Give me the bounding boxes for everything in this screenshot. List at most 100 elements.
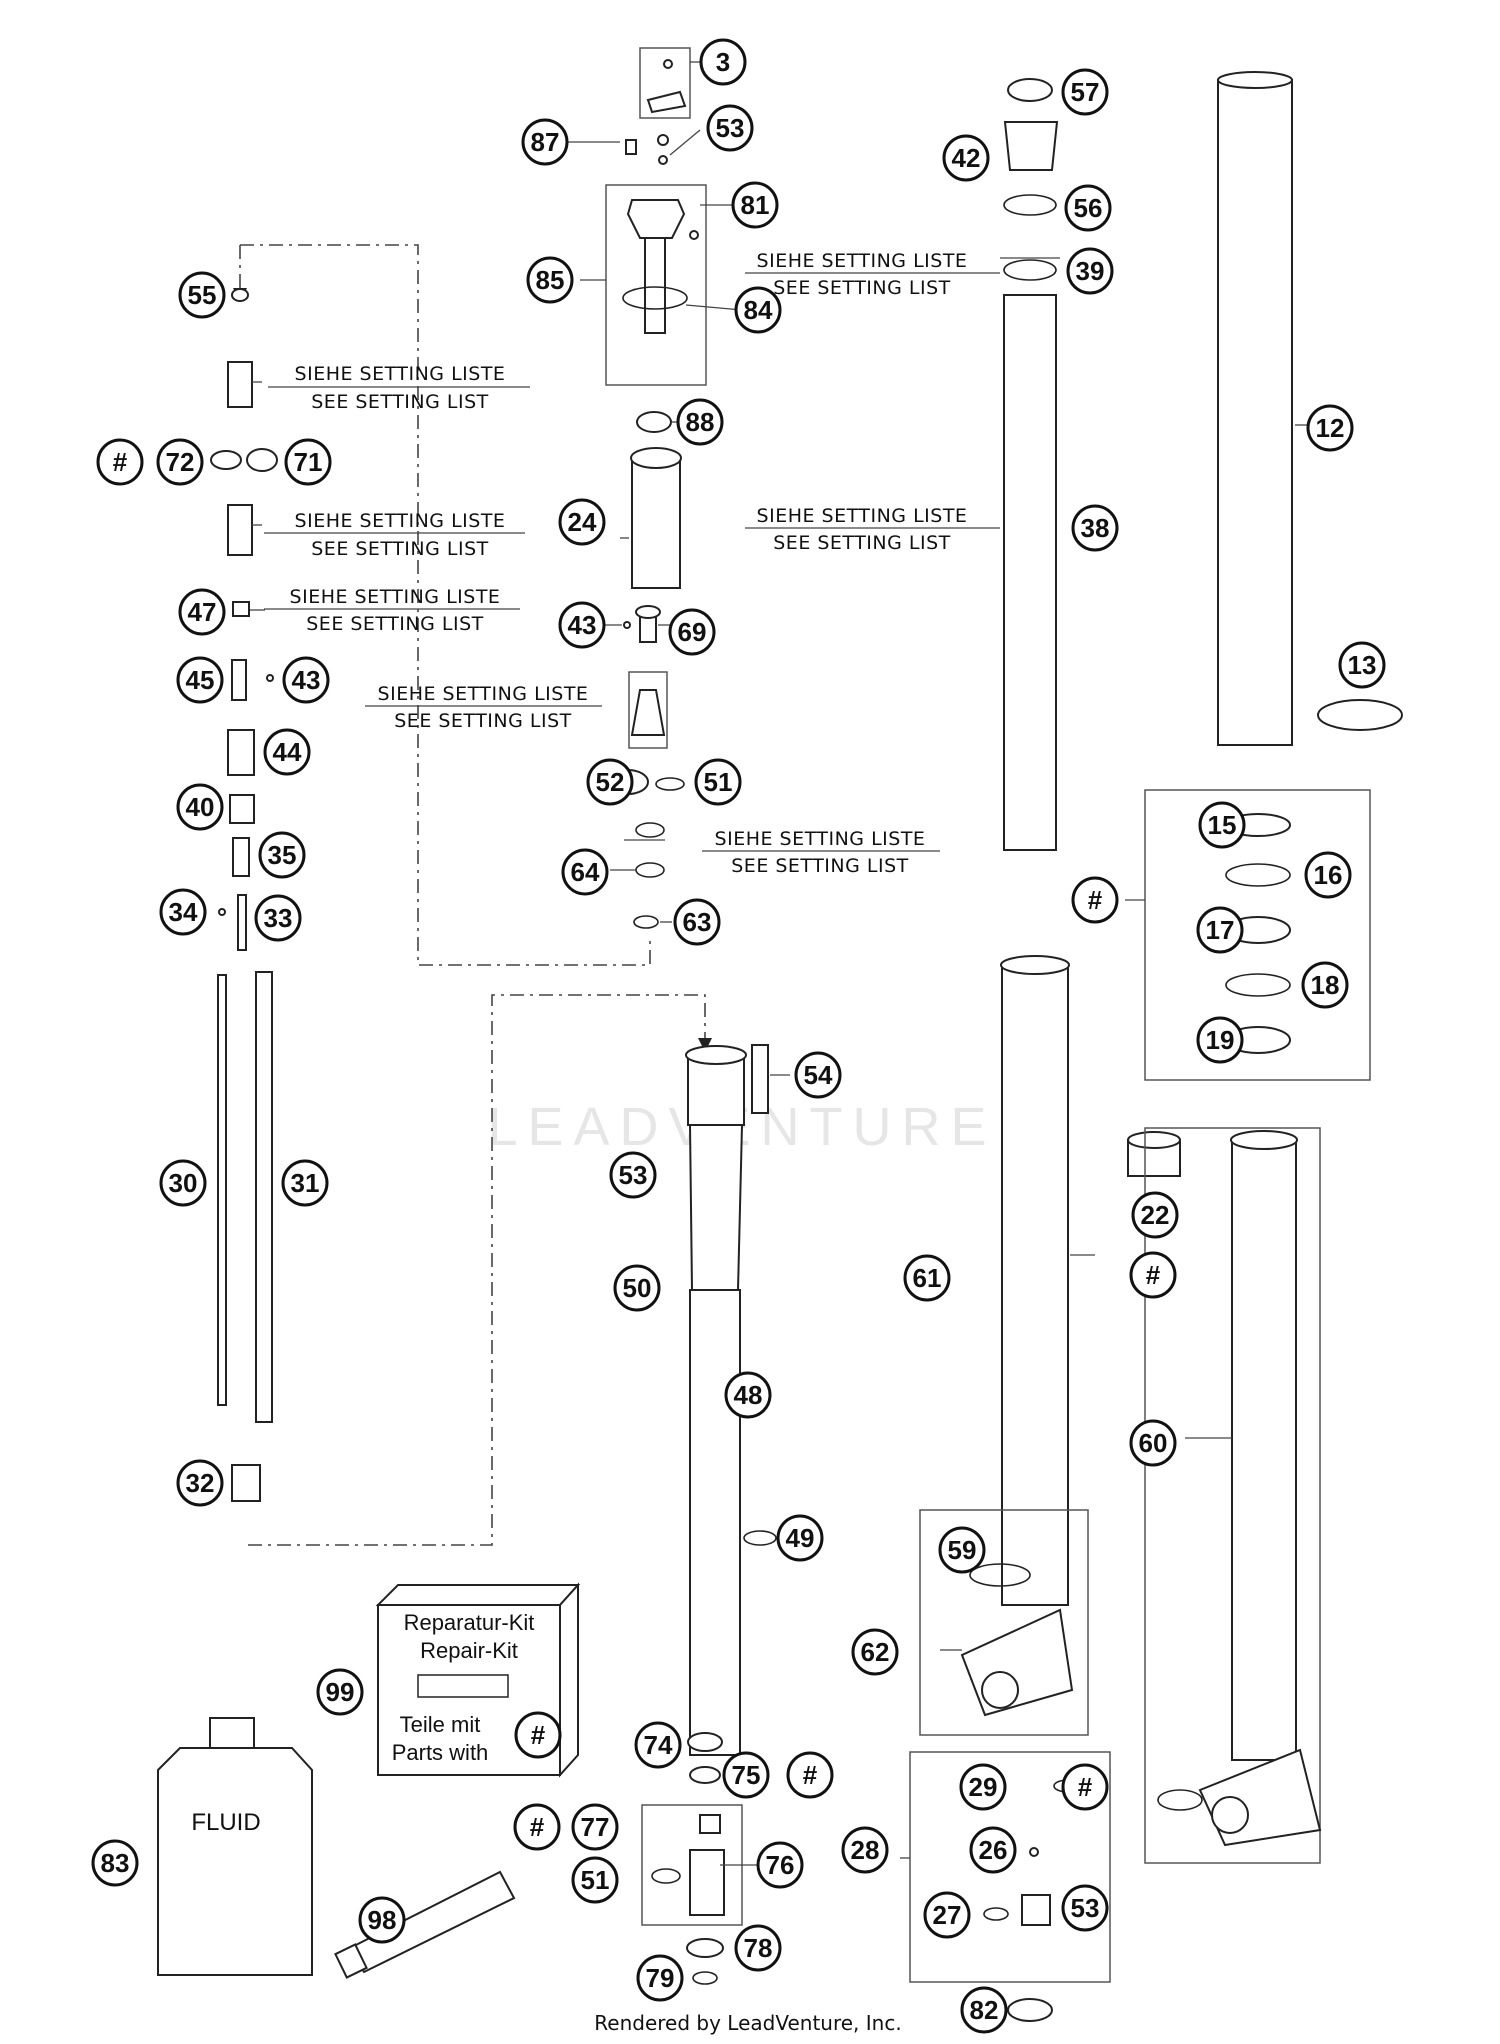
callout-71: 71: [284, 438, 332, 486]
callout-circle: [258, 831, 306, 879]
callout-number: 12: [1316, 413, 1345, 443]
callout-number: 84: [744, 295, 773, 325]
callout-circle: [756, 1841, 804, 1889]
hash-circle: [1061, 1763, 1109, 1811]
callout-circle: [521, 118, 569, 166]
callout-47: 47: [178, 588, 226, 636]
callout-63: 63: [673, 898, 721, 946]
hash-circle: [96, 438, 144, 486]
part-31-rod: [255, 971, 273, 1423]
callout-number: 31: [291, 1168, 320, 1198]
hash-symbol: #: [1078, 1772, 1093, 1802]
callout-48: 48: [724, 1371, 772, 1419]
callout-circle: [561, 848, 609, 896]
callout-circle: [1131, 1191, 1179, 1239]
callout-59: 59: [938, 1526, 986, 1574]
part-32-nut: [231, 1464, 261, 1502]
part-40-piston: [229, 794, 255, 824]
callout-number: 32: [186, 1468, 215, 1498]
callout-69: 69: [668, 608, 716, 656]
callout-number: 61: [913, 1263, 942, 1293]
callout-circle: [794, 1051, 842, 1099]
callout-number: 75: [732, 1760, 761, 1790]
part-88-nut: [636, 411, 672, 433]
callout-circle: [571, 1856, 619, 1904]
callout-34: 34: [159, 888, 207, 936]
callout-number: 83: [101, 1848, 130, 1878]
hash-marker: #: [786, 1751, 834, 1799]
setting-label-7: SIEHE SETTING LISTE SEE SETTING LIST: [745, 505, 1000, 554]
hash-circle: [786, 1751, 834, 1799]
callout-circle: [281, 1159, 329, 1207]
callout-26: 26: [969, 1826, 1017, 1874]
callout-circle: [156, 438, 204, 486]
part-85-fork-cap-assembly: [605, 184, 707, 386]
callout-circle: [178, 588, 226, 636]
part-47-nut: [232, 601, 250, 617]
callout-circle: [1196, 1016, 1244, 1064]
hash-circle: [1129, 1251, 1177, 1299]
callout-number: 30: [169, 1168, 198, 1198]
callout-circle: [571, 1803, 619, 1851]
callout-circle: [724, 1371, 772, 1419]
callout-circle: [254, 894, 302, 942]
callout-49: 49: [776, 1514, 824, 1562]
fluid-label: FLUID: [191, 1809, 260, 1836]
part-55-nut: [231, 288, 249, 302]
callout-72: 72: [156, 438, 204, 486]
callout-circle: [969, 1826, 1017, 1874]
part-38-spring: [1003, 294, 1057, 851]
setting-label-de: SIEHE SETTING LISTE: [295, 363, 506, 385]
callout-circle: [734, 286, 782, 334]
callout-number: 88: [686, 407, 715, 437]
callout-circle: [91, 1839, 139, 1887]
part-30-rod: [217, 974, 227, 1406]
callout-number: 27: [933, 1900, 962, 1930]
callout-13: 13: [1338, 641, 1386, 689]
callout-30: 30: [159, 1159, 207, 1207]
callout-circle: [1304, 851, 1352, 899]
part-48-damper-tube: [685, 1045, 747, 1756]
callout-circle: [159, 888, 207, 936]
setting-label-de: SIEHE SETTING LISTE: [757, 250, 968, 272]
callout-number: 22: [1141, 1200, 1170, 1230]
callout-number: 63: [683, 907, 712, 937]
hash-circle: [513, 1803, 561, 1851]
callout-number: 3: [716, 47, 730, 77]
callout-33: 33: [254, 894, 302, 942]
callout-12: 12: [1306, 404, 1354, 452]
callout-87: 87: [521, 118, 569, 166]
callout-circle: [316, 1668, 364, 1716]
callout-27: 27: [923, 1891, 971, 1939]
callout-number: 45: [186, 665, 215, 695]
callout-circle: [558, 601, 606, 649]
callout-number: 15: [1208, 810, 1237, 840]
part-57-42-56-39: [1003, 78, 1059, 281]
callout-number: 40: [186, 792, 215, 822]
callout-57: 57: [1061, 68, 1109, 116]
callout-circle: [1064, 184, 1112, 232]
hash-marker: #: [1129, 1251, 1177, 1299]
callout-22: 22: [1131, 1191, 1179, 1239]
callout-number: 38: [1081, 513, 1110, 543]
setting-label-de: SIEHE SETTING LISTE: [757, 505, 968, 527]
callout-circle: [526, 256, 574, 304]
callout-53: 53: [1061, 1884, 1109, 1932]
repair-kit-line2: Repair-Kit: [420, 1638, 518, 1663]
callout-circle: [923, 1891, 971, 1939]
callout-circle: [358, 1896, 406, 1944]
setting-label-en: SEE SETTING LIST: [311, 391, 489, 413]
callout-circle: [938, 1526, 986, 1574]
setting-label-5: SIEHE SETTING LISTE SEE SETTING LIST: [702, 828, 940, 877]
callout-number: 52: [596, 767, 625, 797]
callout-circle: [558, 498, 606, 546]
part-shim-stack-mid: [628, 671, 668, 749]
setting-label-en: SEE SETTING LIST: [306, 613, 484, 635]
callout-circle: [284, 438, 332, 486]
callout-circle: [176, 656, 224, 704]
callout-number: 50: [623, 1273, 652, 1303]
callout-79: 79: [636, 1954, 684, 2002]
callout-circle: [1338, 641, 1386, 689]
hash-marker: #: [1071, 876, 1119, 924]
